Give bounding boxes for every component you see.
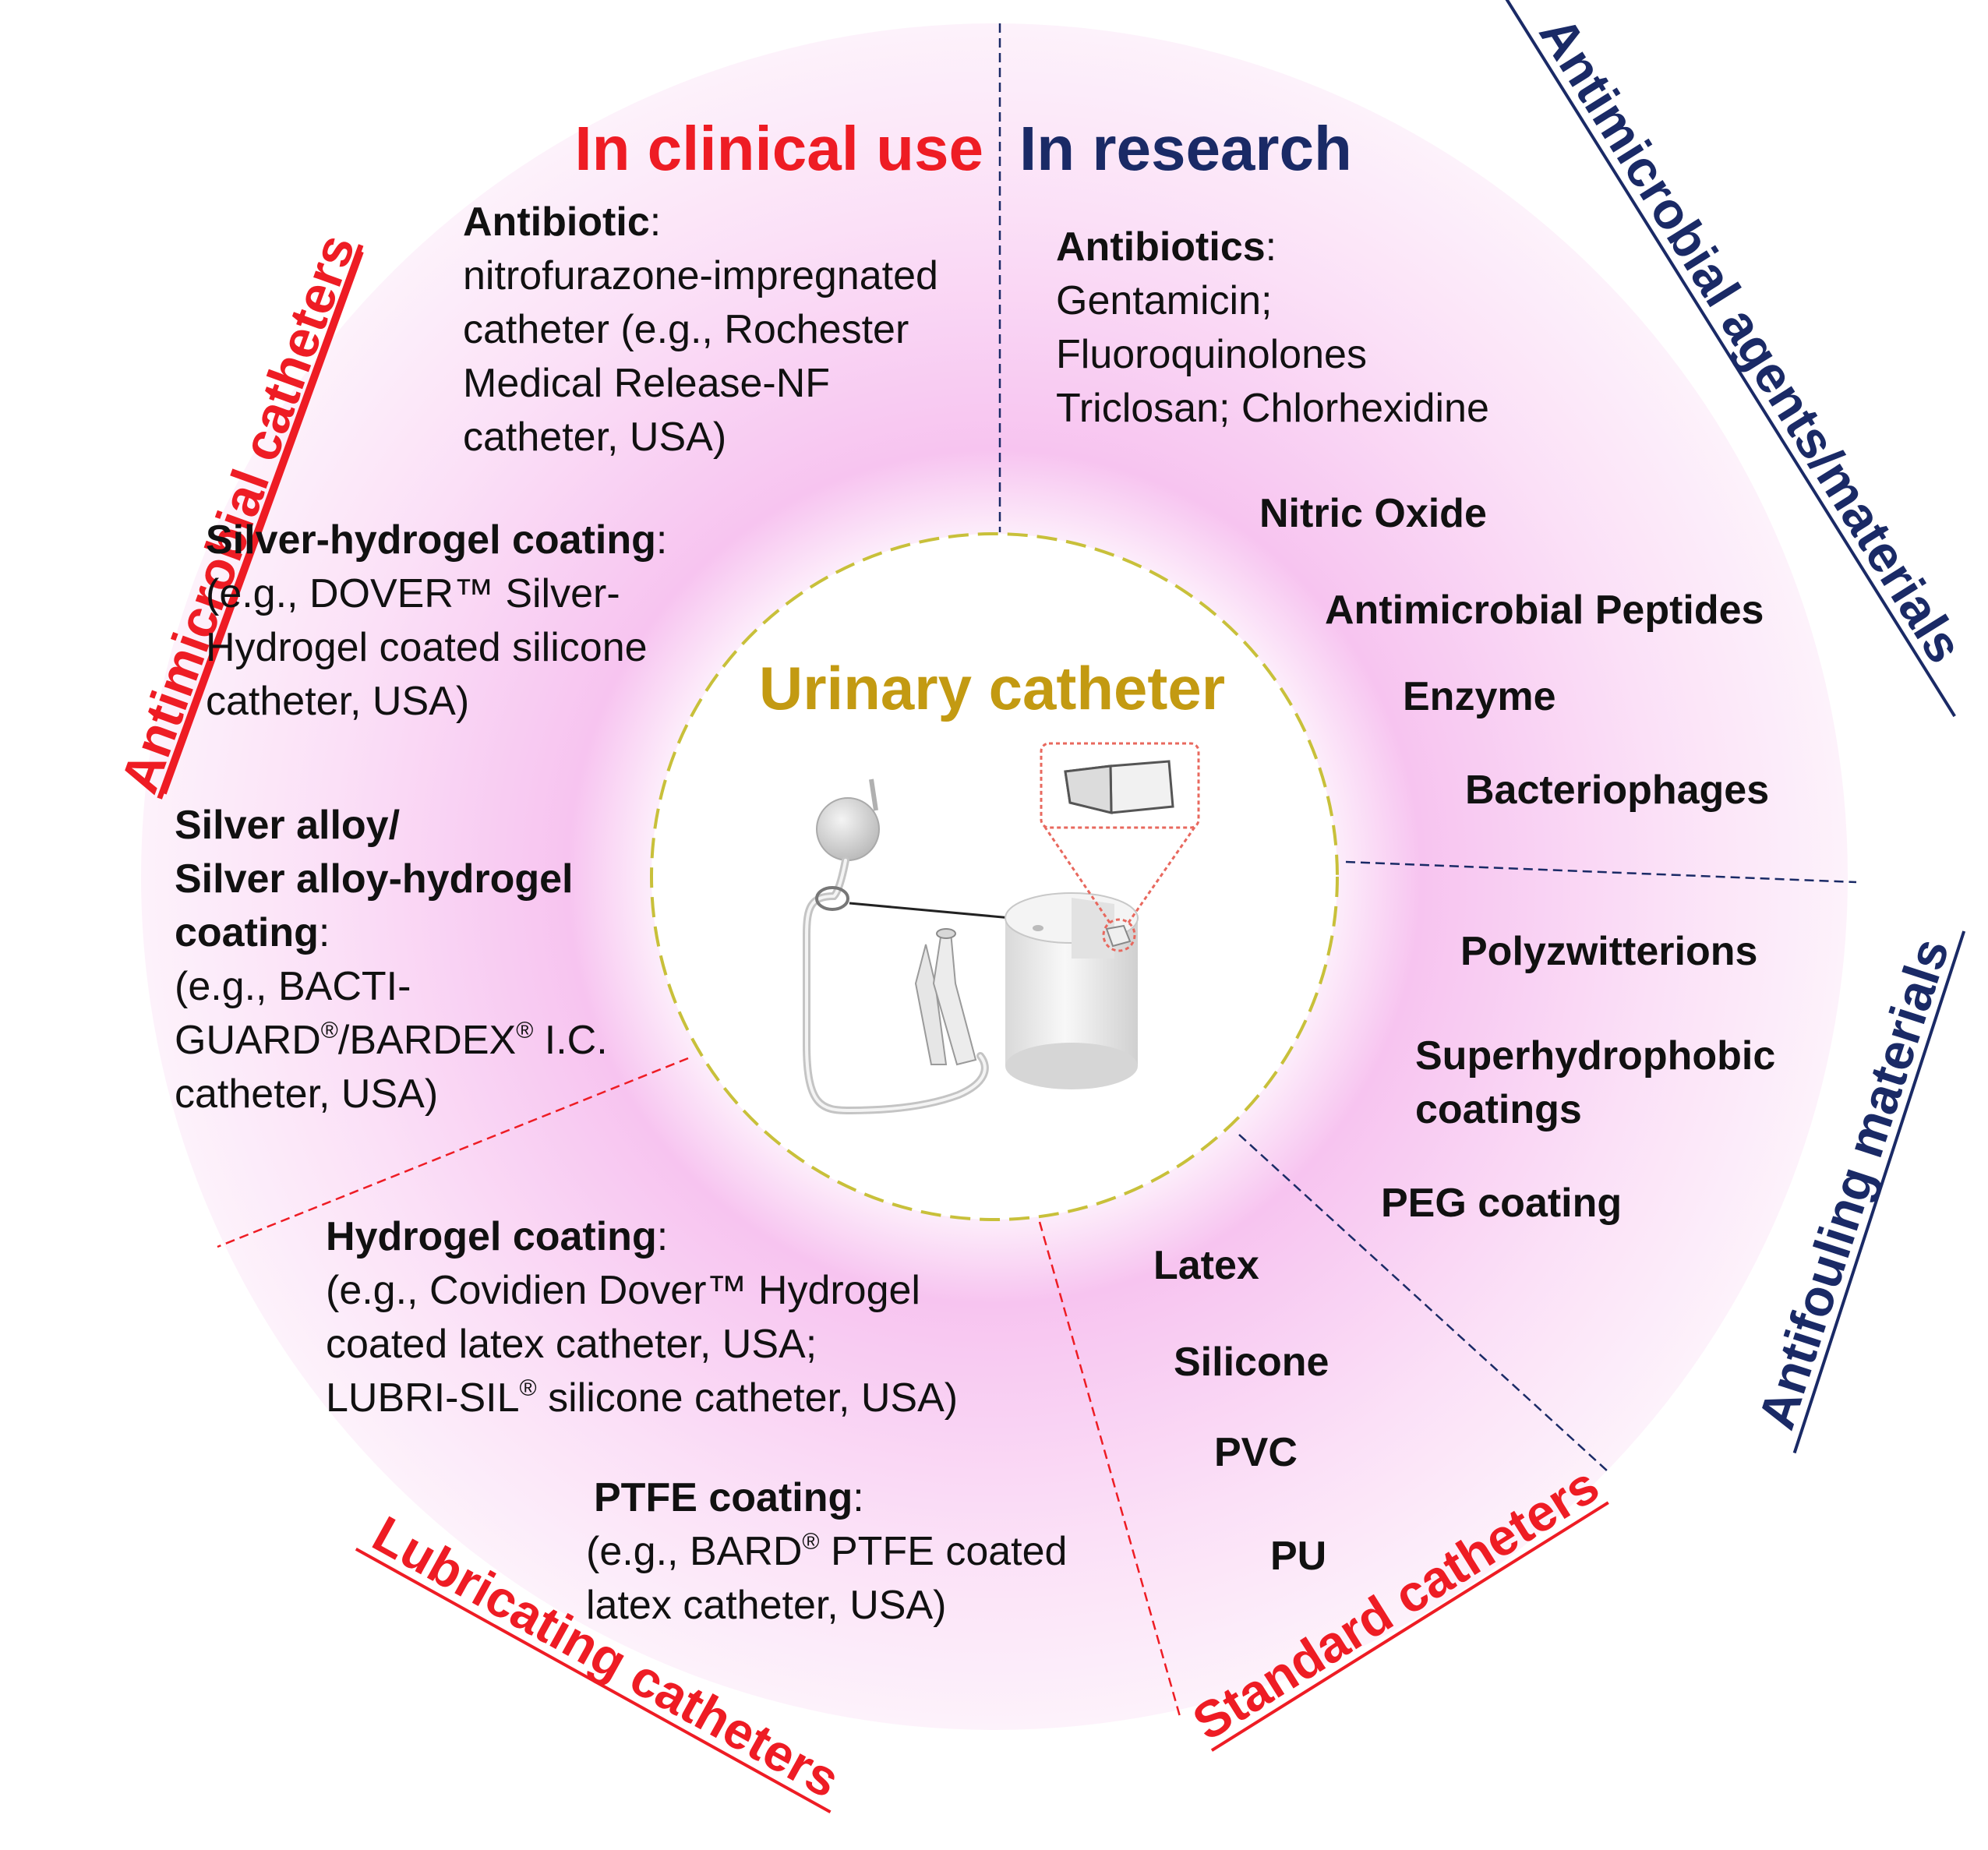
silver-hydrogel-line: catheter, USA): [206, 679, 469, 724]
silver-hydrogel-block: Silver-hydrogel coating: (e.g., DOVER™ S…: [206, 517, 667, 724]
hydrogel-title: Hydrogel coating: [326, 1214, 657, 1259]
silver-alloy-title: coating: [175, 910, 319, 955]
standard-item: PU: [1270, 1534, 1326, 1579]
research-antibiotics-title: Antibiotics: [1056, 224, 1266, 270]
hydrogel-line: LUBRI-SIL® silicone catheter, USA): [326, 1375, 958, 1421]
header-research: In research: [1019, 114, 1352, 183]
section-marker: [815, 886, 849, 911]
silver-alloy-block: Silver alloy/ Silver alloy-hydrogel coat…: [175, 803, 608, 1117]
clinical-antibiotic-title: Antibiotic: [463, 199, 650, 245]
clinical-antibiotic-block: Antibiotic: nitrofurazone-impregnated ca…: [463, 199, 938, 460]
svg-text:PTFE coating:: PTFE coating:: [594, 1475, 864, 1520]
hydrogel-line: (e.g., Covidien Dover™ Hydrogel: [326, 1268, 920, 1313]
silver-alloy-title: Silver alloy-hydrogel: [175, 856, 574, 902]
svg-text:Antibiotics:: Antibiotics:: [1056, 224, 1276, 270]
silver-hydrogel-title: Silver-hydrogel coating: [206, 517, 656, 563]
svg-text:coating:: coating:: [175, 910, 330, 955]
header-clinical: In clinical use: [574, 114, 983, 183]
ptfe-line: (e.g., BARD® PTFE coated: [586, 1529, 1067, 1574]
agent-item: Bacteriophages: [1465, 768, 1769, 813]
clinical-antibiotic-line: nitrofurazone-impregnated: [463, 253, 938, 298]
standard-materials-list: Latex Silicone PVC PU: [1153, 1243, 1329, 1579]
research-antibiotics-line: Gentamicin;: [1056, 278, 1272, 323]
silver-alloy-title: Silver alloy/: [175, 803, 400, 848]
research-antibiotics-line: Fluoroquinolones: [1056, 332, 1367, 377]
divider-agents-antifouling: [1345, 860, 1857, 884]
divider-standard-lubricating: [1038, 1221, 1182, 1720]
research-antibiotics-line: Triclosan; Chlorhexidine: [1056, 386, 1489, 431]
research-antibiotics-block: Antibiotics: Gentamicin; Fluoroquinolone…: [1056, 224, 1489, 431]
center-dashed-circle: [650, 532, 1339, 1221]
agent-item: Enzyme: [1403, 674, 1556, 719]
clinical-antibiotic-line: catheter (e.g., Rochester: [463, 307, 909, 352]
standard-item: Silicone: [1174, 1340, 1329, 1385]
ptfe-line: latex catheter, USA): [586, 1583, 946, 1628]
zoom-block: [1064, 760, 1174, 814]
catheter-illustration: [803, 742, 1200, 1115]
antifouling-list: Polyzwitterions Superhydrophobic coating…: [1381, 929, 1775, 1226]
silver-alloy-line: catheter, USA): [175, 1072, 438, 1117]
center-title: Urinary catheter: [759, 654, 1225, 722]
divider-antifouling-standard: [1238, 1134, 1608, 1472]
silver-alloy-line: (e.g., BACTI-: [175, 964, 411, 1009]
svg-text:Silver-hydrogel coating:: Silver-hydrogel coating:: [206, 517, 667, 563]
ptfe-title: PTFE coating: [594, 1475, 853, 1520]
standard-item: PVC: [1214, 1430, 1298, 1475]
agent-item: Antimicrobial Peptides: [1325, 588, 1764, 633]
agent-item: Nitric Oxide: [1259, 491, 1487, 536]
svg-text:Hydrogel coating:: Hydrogel coating:: [326, 1214, 668, 1259]
ptfe-block: PTFE coating: (e.g., BARD® PTFE coated l…: [586, 1475, 1067, 1628]
hydrogel-block: Hydrogel coating: (e.g., Covidien Dover™…: [326, 1214, 958, 1421]
silver-hydrogel-line: (e.g., DOVER™ Silver-: [206, 571, 620, 616]
silver-hydrogel-line: Hydrogel coated silicone: [206, 625, 648, 670]
clinical-antibiotic-line: catheter, USA): [463, 415, 726, 460]
clinical-antibiotic-line: Medical Release-NF: [463, 361, 830, 406]
zoom-circle: [1102, 918, 1136, 952]
antifouling-item: PEG coating: [1381, 1181, 1622, 1226]
standard-item: Latex: [1153, 1243, 1259, 1288]
antifouling-item: Polyzwitterions: [1460, 929, 1757, 974]
zoom-box: [1040, 742, 1200, 829]
divider-lubricating-antimicrobial: [217, 1057, 689, 1248]
antifouling-item: coatings: [1415, 1087, 1582, 1132]
catheter-balloon: [816, 797, 880, 861]
silver-alloy-line: GUARD®/BARDEX® I.C.: [175, 1018, 608, 1063]
antifouling-item: Superhydrophobic: [1415, 1033, 1775, 1079]
research-agents-list: Nitric Oxide Antimicrobial Peptides Enzy…: [1259, 491, 1769, 813]
tube-segment: [1005, 892, 1139, 1089]
svg-text:Antibiotic:: Antibiotic:: [463, 199, 661, 245]
hydrogel-line: coated latex catheter, USA;: [326, 1322, 817, 1367]
section-dividers: [217, 23, 1857, 1720]
